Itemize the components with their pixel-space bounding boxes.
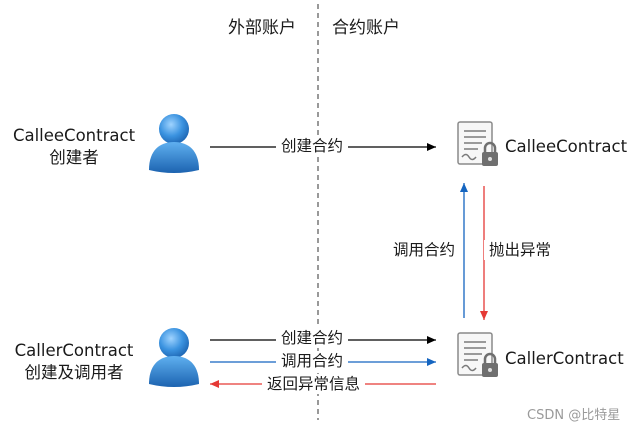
header-contract-account: 合约账户	[332, 18, 400, 38]
callee-creator-label: CalleeContract 创建者	[0, 125, 148, 169]
contract-icon	[456, 331, 500, 379]
edge-label-return-exception: 返回异常信息	[262, 374, 366, 394]
contract-icon	[456, 120, 500, 168]
user-icon	[149, 328, 199, 387]
user-icon	[149, 114, 199, 173]
edge-label-throw: 抛出异常	[484, 240, 557, 260]
watermark: CSDN @比特星	[527, 408, 621, 423]
callee-creator-line2: 创建者	[49, 148, 99, 167]
caller-creator-line1: CallerContract	[14, 341, 134, 360]
edge-label-create-caller: 创建合约	[276, 328, 349, 348]
edge-label-invoke-caller: 调用合约	[276, 351, 349, 371]
callee-creator-line1: CalleeContract	[12, 126, 136, 145]
edge-label-invoke: 调用合约	[388, 240, 461, 260]
caller-contract-label: CallerContract	[505, 349, 624, 368]
caller-creator-line2: 创建及调用者	[24, 363, 124, 382]
caller-creator-label: CallerContract 创建及调用者	[0, 340, 148, 384]
edge-label-create-callee: 创建合约	[276, 136, 349, 156]
callee-contract-label: CalleeContract	[505, 137, 628, 156]
header-external-account: 外部账户	[228, 18, 296, 38]
